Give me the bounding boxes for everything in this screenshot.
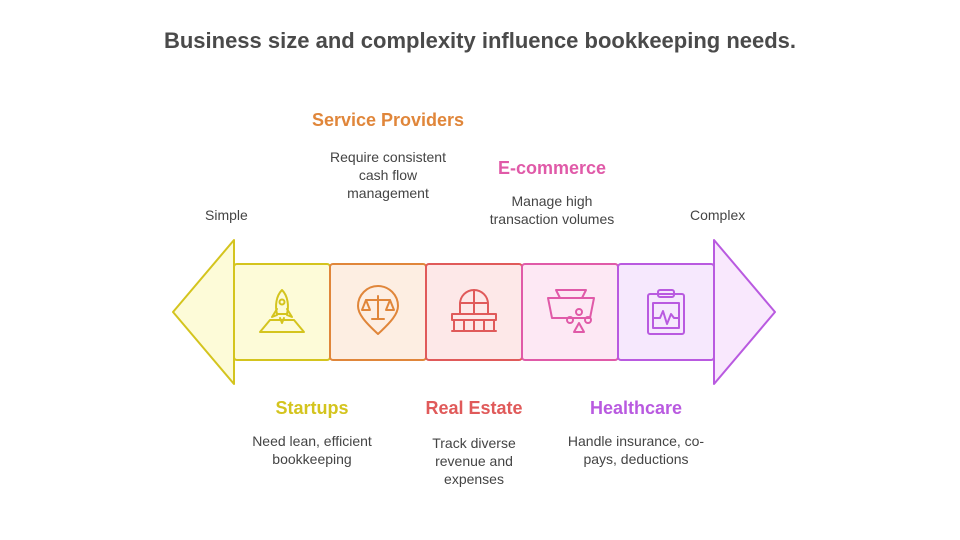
stage-e-commerce: E-commerce Manage high transaction volum… — [472, 156, 632, 228]
balance-scale-icon — [357, 285, 399, 335]
segment-startups — [233, 263, 331, 361]
shopping-basket-icon — [547, 289, 595, 333]
scale-end-label: Complex — [690, 207, 746, 223]
stage-healthcare: Healthcare Handle insurance, co-pays, de… — [556, 396, 716, 468]
stage-title: E-commerce — [497, 158, 607, 178]
stage-title: Healthcare — [589, 398, 683, 418]
stage-title: Service Providers — [311, 110, 465, 130]
right-arrowhead — [713, 239, 776, 385]
stage-title: Real Estate — [425, 398, 523, 418]
medical-clipboard-icon — [647, 289, 685, 335]
stage-service-providers: Service Providers Require consistent cas… — [308, 108, 468, 202]
rocket-launch-icon — [259, 289, 305, 333]
scale-start-label: Simple — [205, 207, 248, 223]
stage-description: Handle insurance, co-pays, deductions — [567, 433, 705, 467]
stage-description: Require consistent cash flow management — [330, 149, 446, 201]
stage-description: Track diverse revenue and expenses — [432, 435, 516, 487]
stage-description: Manage high transaction volumes — [489, 193, 615, 227]
stage-description: Need lean, efficient bookkeeping — [252, 433, 372, 467]
stage-title: Startups — [275, 398, 349, 418]
stage-real-estate: Real Estate Track diverse revenue and ex… — [394, 396, 554, 488]
left-arrowhead — [172, 239, 235, 385]
segment-healthcare — [617, 263, 715, 361]
stage-startups: Startups Need lean, efficient bookkeepin… — [232, 396, 392, 468]
segment-e-commerce — [521, 263, 619, 361]
page-title: Business size and complexity influence b… — [163, 28, 797, 53]
building-balcony-icon — [451, 289, 497, 332]
